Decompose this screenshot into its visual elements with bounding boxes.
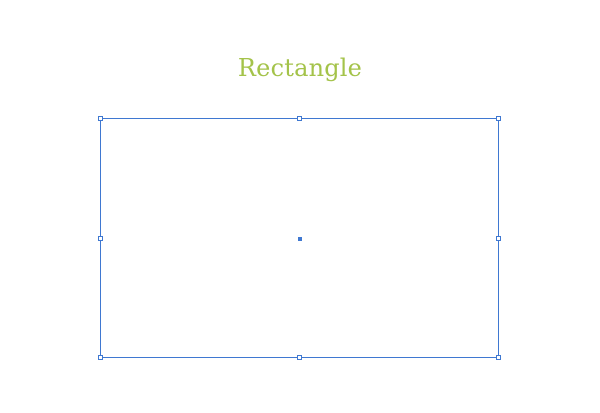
- resize-handle-middle-left[interactable]: [98, 236, 103, 241]
- resize-handle-bottom-center[interactable]: [297, 355, 302, 360]
- resize-handle-top-left[interactable]: [98, 116, 103, 121]
- resize-handle-bottom-left[interactable]: [98, 355, 103, 360]
- resize-handle-bottom-right[interactable]: [496, 355, 501, 360]
- resize-handle-top-right[interactable]: [496, 116, 501, 121]
- shape-title: Rectangle: [237, 54, 363, 82]
- center-point-icon[interactable]: [298, 237, 302, 241]
- resize-handle-top-center[interactable]: [297, 116, 302, 121]
- resize-handle-middle-right[interactable]: [496, 236, 501, 241]
